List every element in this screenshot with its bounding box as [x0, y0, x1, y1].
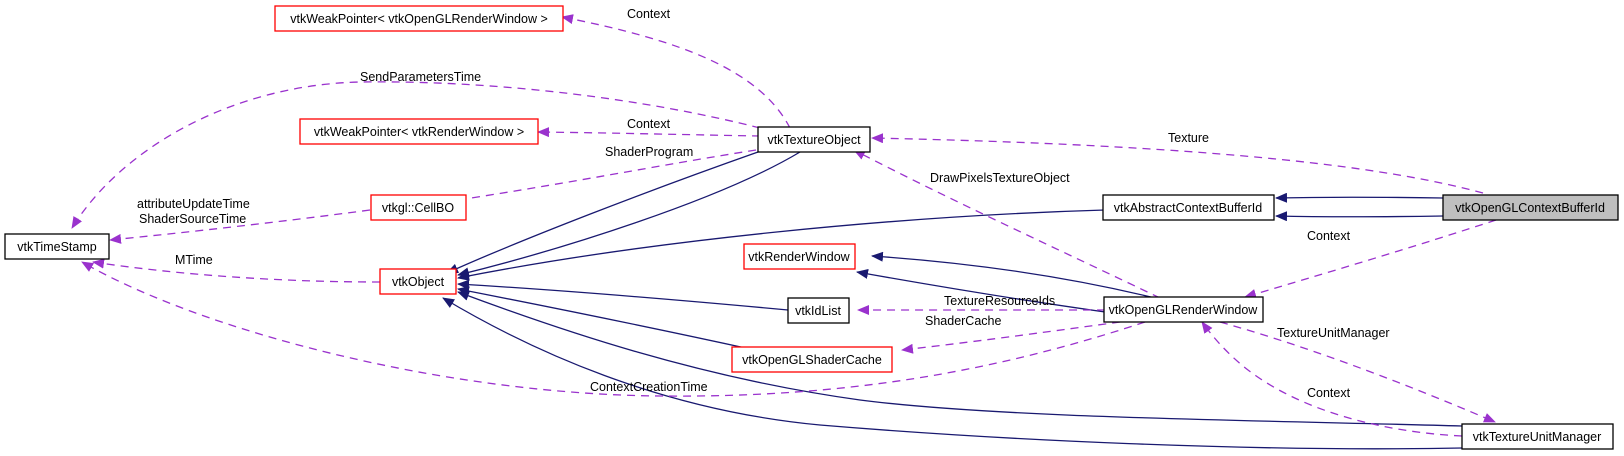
- node-opengl-shader-cache[interactable]: vtkOpenGLShaderCache: [731, 346, 893, 373]
- edge-texobj-context-wp-oglrw: [561, 14, 791, 129]
- edge-shadercache-to-object: [457, 286, 751, 350]
- label-mtime: MTime: [175, 253, 213, 267]
- node-label: vtkWeakPointer< vtkOpenGLRenderWindow >: [290, 12, 548, 26]
- node-label: vtkgl::CellBO: [382, 201, 455, 215]
- edge-oglrw-draw-pixels-texture-object: [853, 149, 1161, 299]
- label-texture-unit-manager: TextureUnitManager: [1277, 326, 1390, 340]
- edge-oglcbid-context: [1244, 219, 1497, 299]
- node-label: vtkOpenGLShaderCache: [742, 353, 882, 367]
- edge-oglrw-to-renderwindow-1: [871, 251, 1156, 299]
- edge-oglcbid-to-abscbid-2: [1275, 211, 1444, 222]
- node-object[interactable]: vtkObject: [379, 268, 457, 295]
- label-context-top: Context: [627, 7, 671, 21]
- edge-texobj-context-wp-rw: [537, 127, 761, 138]
- edge-tum-to-object-2: [442, 297, 1463, 450]
- edge-oglrw-texture-unit-manager: [1219, 321, 1496, 423]
- edge-oglcbid-texture: [871, 133, 1484, 194]
- edge-oglcbid-to-abscbid-1: [1275, 192, 1444, 203]
- edge-oglrw-shader-cache: [901, 321, 1121, 354]
- label-send-parameters-time: SendParametersTime: [360, 70, 481, 84]
- node-opengl-context-buffer-id[interactable]: vtkOpenGLContextBufferId: [1442, 194, 1619, 221]
- label-attribute-update-time: attributeUpdateTime: [137, 197, 250, 211]
- node-label: vtkTextureObject: [767, 133, 861, 147]
- node-texture-object[interactable]: vtkTextureObject: [757, 126, 871, 153]
- edge-labels: Context SendParametersTime Context Shade…: [137, 7, 1390, 400]
- label-shader-cache: ShaderCache: [925, 314, 1001, 328]
- node-label: vtkTimeStamp: [17, 240, 96, 254]
- edge-abscbid-to-object: [457, 209, 1106, 281]
- inheritance-edges: [442, 151, 1463, 450]
- label-shader-source-time: ShaderSourceTime: [139, 212, 246, 226]
- edge-texobj-to-object-2: [457, 151, 801, 278]
- node-weak-pointer-render-window[interactable]: vtkWeakPointer< vtkRenderWindow >: [299, 118, 539, 145]
- node-render-window[interactable]: vtkRenderWindow: [743, 243, 856, 270]
- usage-edges: [71, 14, 1497, 437]
- edge-oglrw-to-renderwindow-2: [856, 269, 1106, 313]
- label-context-creation-time: ContextCreationTime: [590, 380, 708, 394]
- edge-idlist-to-object: [457, 279, 789, 311]
- node-id-list[interactable]: vtkIdList: [787, 297, 850, 324]
- label-context-oglcbid: Context: [1307, 229, 1351, 243]
- node-label: vtkAbstractContextBufferId: [1114, 201, 1262, 215]
- node-label: vtkIdList: [795, 304, 841, 318]
- label-texture: Texture: [1168, 131, 1209, 145]
- edge-tum-to-object-1: [457, 291, 1463, 427]
- label-texture-resource-ids: TextureResourceIds: [944, 294, 1055, 308]
- label-shader-program: ShaderProgram: [605, 145, 693, 159]
- node-cellbo[interactable]: vtkgl::CellBO: [370, 194, 467, 221]
- node-label: vtkObject: [392, 275, 445, 289]
- nodes: vtkWeakPointer< vtkOpenGLRenderWindow > …: [4, 5, 1619, 450]
- node-weak-pointer-opengl-render-window[interactable]: vtkWeakPointer< vtkOpenGLRenderWindow >: [274, 5, 564, 32]
- node-opengl-render-window[interactable]: vtkOpenGLRenderWindow: [1103, 296, 1264, 323]
- edge-texobj-to-object-1: [446, 151, 759, 274]
- node-texture-unit-manager[interactable]: vtkTextureUnitManager: [1461, 423, 1614, 450]
- edge-object-mtime: [92, 258, 381, 283]
- node-label: vtkRenderWindow: [748, 250, 850, 264]
- node-time-stamp[interactable]: vtkTimeStamp: [4, 233, 110, 260]
- node-abstract-context-buffer-id[interactable]: vtkAbstractContextBufferId: [1102, 194, 1275, 221]
- node-label: vtkOpenGLRenderWindow: [1109, 303, 1259, 317]
- edge-texobj-shader-program: [437, 149, 757, 207]
- label-context-tum: Context: [1307, 386, 1351, 400]
- edge-cellbo-timestamp: [109, 209, 371, 244]
- edge-oglrw-context-creation-time: [81, 261, 1146, 397]
- node-label: vtkOpenGLContextBufferId: [1455, 201, 1605, 215]
- label-context-wp-rw: Context: [627, 117, 671, 131]
- node-label: vtkTextureUnitManager: [1473, 430, 1602, 444]
- edge-tum-context: [1201, 321, 1463, 437]
- node-label: vtkWeakPointer< vtkRenderWindow >: [314, 125, 524, 139]
- label-draw-pixels-texture-object: DrawPixelsTextureObject: [930, 171, 1070, 185]
